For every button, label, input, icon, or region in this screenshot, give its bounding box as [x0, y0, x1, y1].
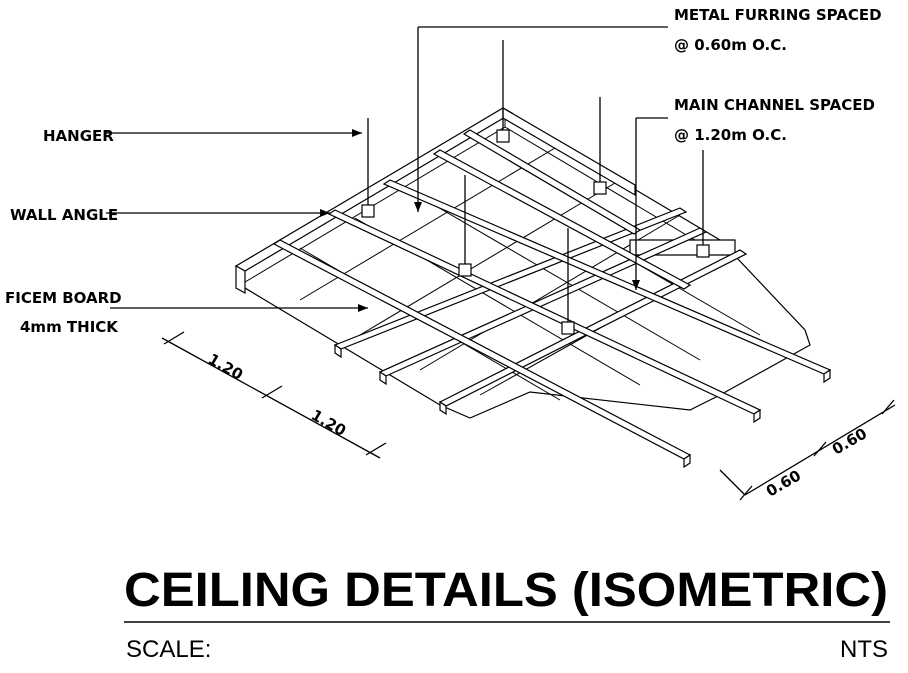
- dimension-left-2: 1.20: [308, 406, 349, 440]
- scale-value: NTS: [840, 636, 888, 663]
- metal-furring-label: METAL FURRING SPACED: [674, 6, 882, 24]
- dimension-lines: [161, 331, 896, 501]
- ficem-board-label: FICEM BOARD: [5, 289, 122, 307]
- dimension-left-1: 1.20: [205, 350, 246, 384]
- main-channel-spacing-label: @ 1.20m O.C.: [674, 126, 787, 144]
- drawing-title: CEILING DETAILS (ISOMETRIC): [124, 564, 888, 617]
- metal-furring-spacing-label: @ 0.60m O.C.: [674, 36, 787, 54]
- ficem-board-thickness-label: 4mm THICK: [20, 318, 119, 336]
- main-channel-label: MAIN CHANNEL SPACED: [674, 96, 875, 114]
- metal-furring: [272, 129, 832, 469]
- hangers: [361, 40, 710, 335]
- leader-lines: [106, 26, 668, 312]
- wall-angle-label: WALL ANGLE: [10, 206, 118, 224]
- hanger-label: HANGER: [43, 127, 114, 145]
- dimension-right-2: 0.60: [829, 424, 870, 458]
- scale-label: SCALE:: [126, 636, 211, 663]
